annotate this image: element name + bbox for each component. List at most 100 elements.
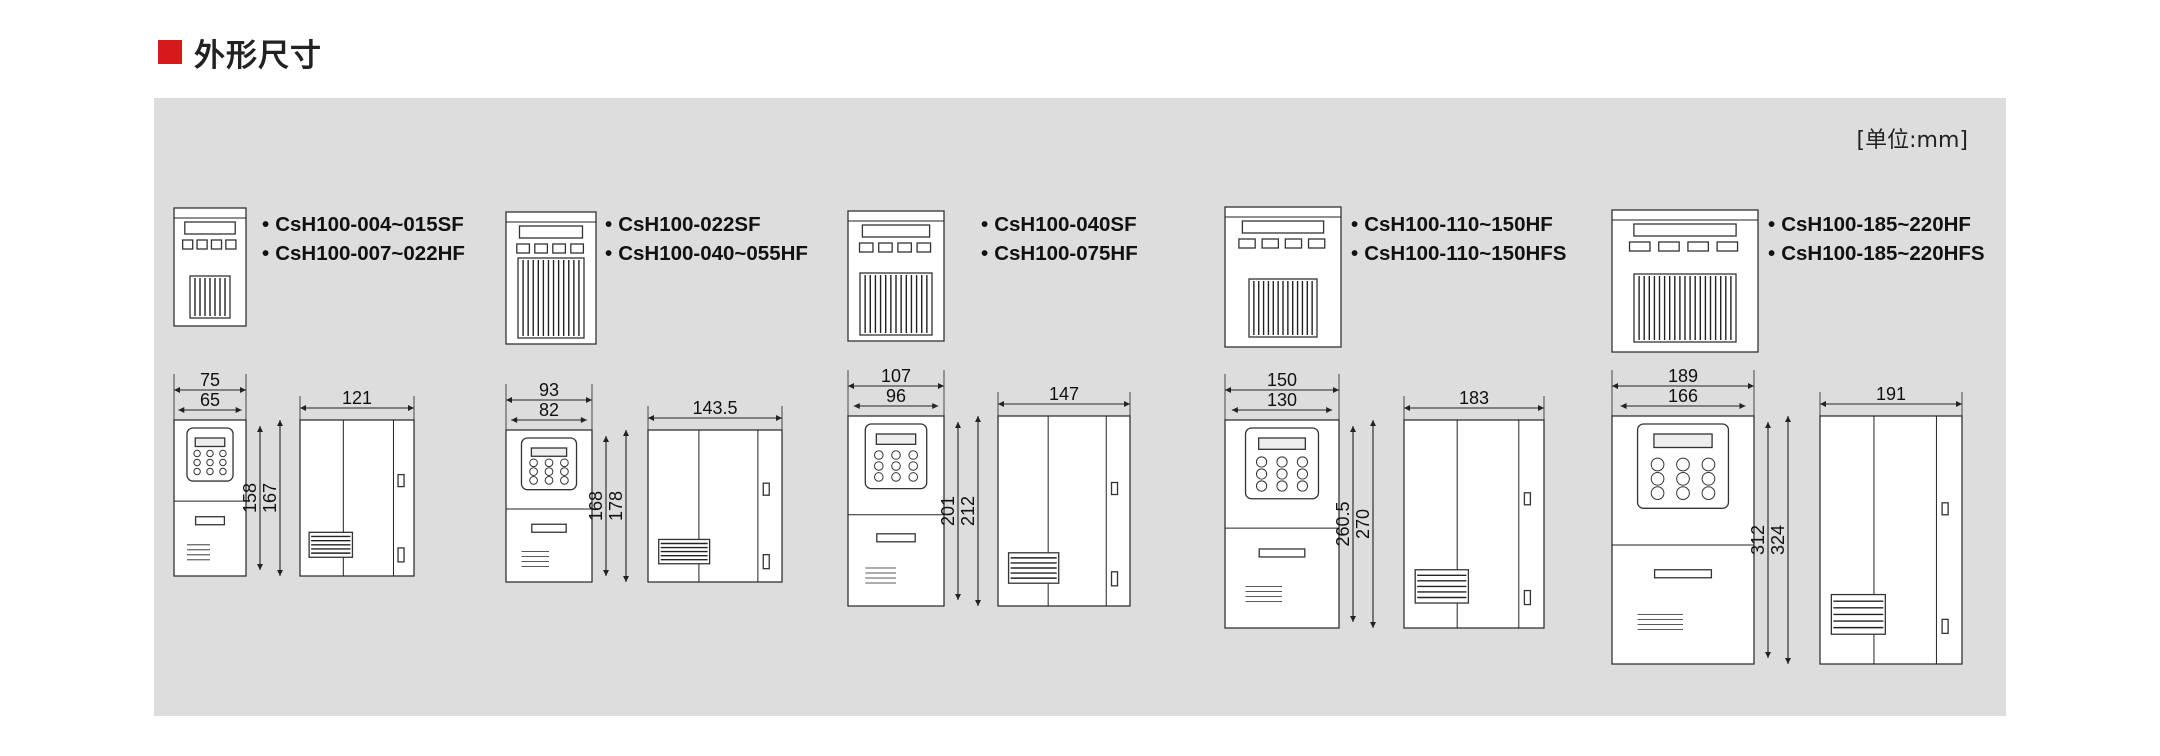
arrowhead bbox=[603, 436, 609, 442]
model-list: CsH100-110~150HF CsH100-110~150HFS bbox=[1351, 210, 1566, 268]
keypad-key bbox=[1687, 241, 1710, 252]
depth-label: 143.5 bbox=[692, 398, 737, 418]
side-connector bbox=[1110, 481, 1119, 496]
lcd-display bbox=[875, 433, 917, 445]
model-name: CsH100-004~015SF bbox=[262, 210, 465, 239]
keypad-key bbox=[1307, 238, 1326, 249]
arrowhead bbox=[300, 405, 306, 411]
keypad-button bbox=[206, 449, 214, 458]
keypad-button bbox=[206, 458, 214, 467]
lcd-display bbox=[530, 447, 568, 457]
keypad-key bbox=[1628, 241, 1651, 252]
arrowhead bbox=[932, 403, 939, 409]
section-title: 外形尺寸 bbox=[194, 37, 322, 74]
keypad-button bbox=[1701, 457, 1716, 472]
unit-thumbnail bbox=[1611, 209, 1759, 353]
keypad-button bbox=[891, 472, 901, 482]
width-inner-label: 96 bbox=[886, 386, 906, 406]
model-list: CsH100-040SF CsH100-075HF bbox=[981, 210, 1138, 268]
arrowhead bbox=[506, 397, 512, 403]
arrowhead bbox=[1785, 658, 1791, 664]
keypad-button bbox=[891, 461, 901, 471]
height-inner-label: 201 bbox=[938, 496, 958, 526]
keypad-button bbox=[1701, 486, 1716, 501]
vent-grille bbox=[658, 538, 711, 565]
keypad-button bbox=[1276, 468, 1288, 480]
arrowhead bbox=[975, 600, 981, 606]
keypad-button bbox=[1650, 457, 1665, 472]
width-outer-label: 93 bbox=[539, 380, 559, 400]
model-name: CsH100-110~150HF bbox=[1351, 210, 1566, 239]
brand-badge bbox=[1653, 569, 1713, 579]
arrowhead bbox=[1333, 387, 1339, 393]
keypad-button bbox=[1650, 471, 1665, 486]
arrowhead bbox=[1404, 405, 1410, 411]
section-header: 外形尺寸 bbox=[158, 30, 322, 74]
arrowhead bbox=[235, 407, 242, 413]
model-name: CsH100-110~150HFS bbox=[1351, 239, 1566, 268]
keypad-button bbox=[1650, 486, 1665, 501]
keypad-button bbox=[529, 467, 538, 476]
brand-badge bbox=[1258, 548, 1306, 558]
keypad-button bbox=[873, 461, 884, 471]
side-view: 191 bbox=[1819, 384, 1963, 665]
arrowhead bbox=[1765, 652, 1771, 658]
height-inner-label: 260.5 bbox=[1333, 501, 1353, 546]
height-inner-label: 312 bbox=[1748, 525, 1768, 555]
section-marker bbox=[158, 40, 182, 64]
arrowhead bbox=[1620, 403, 1627, 409]
height-inner-label: 168 bbox=[586, 491, 606, 521]
arrowhead bbox=[1370, 420, 1376, 426]
depth-label: 121 bbox=[342, 388, 372, 408]
keypad-button bbox=[529, 476, 538, 485]
arrowhead bbox=[955, 594, 961, 600]
display-window bbox=[861, 224, 931, 238]
vent-grille bbox=[1414, 569, 1470, 604]
brand-badge bbox=[531, 523, 567, 533]
arrowhead bbox=[955, 422, 961, 428]
vent-grille bbox=[1007, 552, 1060, 584]
side-connector bbox=[1110, 571, 1119, 587]
keypad-button bbox=[1276, 456, 1288, 468]
keypad-button bbox=[219, 467, 227, 476]
keypad-key bbox=[878, 242, 893, 253]
width-outer-label: 150 bbox=[1267, 370, 1297, 390]
side-connector bbox=[1941, 618, 1949, 635]
model-name: CsH100-040SF bbox=[981, 210, 1138, 239]
keypad-button bbox=[1676, 471, 1690, 486]
arrowhead bbox=[1124, 401, 1130, 407]
arrowhead bbox=[174, 387, 180, 393]
keypad-button bbox=[1676, 457, 1690, 472]
width-inner-label: 166 bbox=[1668, 386, 1698, 406]
width-outer-label: 107 bbox=[881, 366, 911, 386]
keypad-button bbox=[193, 458, 201, 467]
arrowhead bbox=[776, 415, 782, 421]
keypad-button bbox=[544, 458, 554, 468]
arrowhead bbox=[623, 576, 629, 582]
width-outer-label: 75 bbox=[200, 370, 220, 390]
height-outer-label: 270 bbox=[1353, 509, 1373, 539]
vent-grille bbox=[1830, 593, 1886, 635]
depth-label: 183 bbox=[1459, 388, 1489, 408]
model-list: CsH100-004~015SF CsH100-007~022HF bbox=[262, 210, 465, 268]
keypad-key bbox=[534, 243, 549, 254]
keypad-button bbox=[1255, 480, 1268, 492]
arrowhead bbox=[603, 570, 609, 576]
arrowhead bbox=[1350, 616, 1356, 622]
height-outer-label: 167 bbox=[260, 483, 280, 513]
keypad-button bbox=[560, 476, 569, 485]
keypad-button bbox=[560, 458, 569, 468]
arrowhead bbox=[853, 403, 860, 409]
side-view: 121 bbox=[299, 388, 415, 577]
keypad-button bbox=[219, 449, 227, 458]
model-name: CsH100-040~055HF bbox=[605, 239, 808, 268]
vent-grille bbox=[189, 275, 231, 319]
keypad-button bbox=[908, 472, 919, 482]
arrowhead bbox=[240, 387, 246, 393]
width-inner-label: 65 bbox=[200, 390, 220, 410]
keypad-key bbox=[181, 239, 194, 250]
